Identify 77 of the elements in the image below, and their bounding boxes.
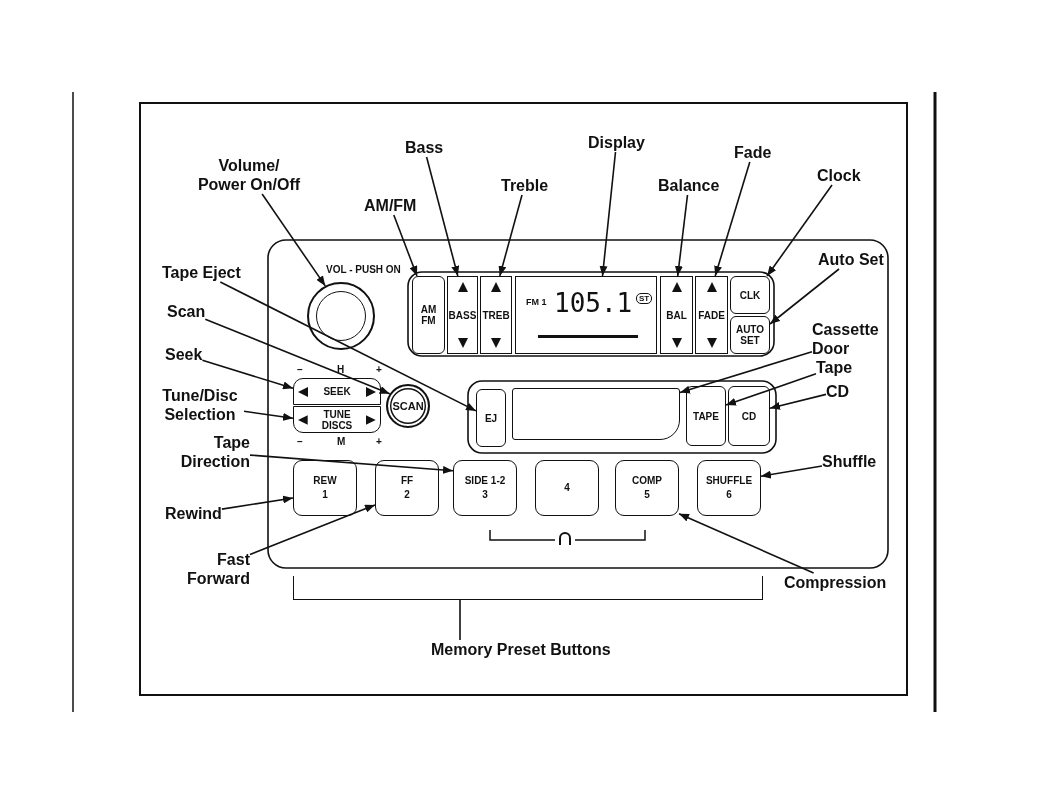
leader-arrow <box>204 318 391 395</box>
control-button: BASS <box>447 276 478 354</box>
control-button: FADE <box>695 276 728 354</box>
control-button: EJ <box>476 389 506 447</box>
display-screen <box>515 276 657 354</box>
callout-label: Tape <box>816 358 853 377</box>
scale-mark: – <box>297 436 303 447</box>
callout-label: Tape Direction <box>170 433 250 471</box>
callout-label: Tune/Disc Selection <box>156 386 244 424</box>
leader-arrow <box>599 151 617 277</box>
leader-arrow <box>679 350 813 394</box>
leader-line <box>459 599 461 641</box>
volume-knob <box>307 282 375 350</box>
leader-arrow <box>249 504 376 556</box>
leader-arrow <box>261 193 327 287</box>
callout-label: Tape Eject <box>162 263 241 282</box>
control-button: TREB <box>480 276 512 354</box>
preset-button: FF 2 <box>375 460 439 516</box>
band-label: FM 1 <box>526 297 547 307</box>
control-button: BAL <box>660 276 693 354</box>
control-button: AM FM <box>412 276 445 354</box>
callout-label: Treble <box>501 176 549 195</box>
leader-arrow <box>498 194 523 277</box>
control-button: AUTO SET <box>730 316 770 354</box>
callout-label: Seek <box>165 345 203 364</box>
callout-label: Balance <box>658 176 720 195</box>
callout-label: Display <box>588 133 645 152</box>
frequency-readout: 105.1 <box>554 289 633 317</box>
scale-mark: M <box>337 436 346 447</box>
preset-button: COMP 5 <box>615 460 679 516</box>
scale-mark: + <box>376 364 382 375</box>
callout-label: Rewind <box>165 504 222 523</box>
leader-arrow <box>766 184 833 277</box>
callout-label: Memory Preset Buttons <box>431 640 611 659</box>
preset-button: SIDE 1-2 3 <box>453 460 517 516</box>
rocker-button: TUNE DISCS <box>293 406 381 433</box>
leader-arrow <box>219 281 477 412</box>
scale-mark: H <box>337 364 345 375</box>
leader-arrow <box>249 454 454 474</box>
leader-arrow <box>393 214 418 277</box>
leader-arrow <box>221 495 294 510</box>
callout-label: AM/FM <box>364 196 417 215</box>
callout-label: Scan <box>167 302 206 321</box>
bracket <box>293 576 763 600</box>
callout-label: Fast Forward <box>176 550 250 588</box>
leader-arrow <box>760 465 823 479</box>
control-button: TAPE <box>686 386 726 446</box>
leader-arrow <box>725 373 817 406</box>
leader-arrow <box>714 161 751 277</box>
callout-label: Compression <box>784 573 887 592</box>
leader-arrow <box>769 393 827 410</box>
stereo-indicator: ST <box>636 293 653 304</box>
callout-label: Fade <box>734 143 772 162</box>
callout-label: CD <box>826 382 850 401</box>
round-button: SCAN <box>386 384 430 428</box>
callout-label: Cassette Door <box>812 320 894 358</box>
preset-button: 4 <box>535 460 599 516</box>
scale-mark: + <box>376 436 382 447</box>
leader-arrow <box>674 194 689 277</box>
cassette-door <box>512 388 680 440</box>
callout-label: Auto Set <box>818 250 884 269</box>
leader-arrow <box>425 156 460 277</box>
leader-arrow <box>201 359 294 390</box>
control-button: CLK <box>730 276 770 314</box>
preset-button: SHUFFLE 6 <box>697 460 761 516</box>
leader-arrow <box>678 512 815 574</box>
control-label: VOL - PUSH ON <box>326 264 401 275</box>
scale-mark: – <box>297 364 303 375</box>
preset-button: REW 1 <box>293 460 357 516</box>
leader-arrow <box>769 268 840 325</box>
callout-label: Clock <box>817 166 861 185</box>
rocker-button: SEEK <box>293 378 381 405</box>
leader-arrow <box>243 410 294 421</box>
callout-label: Volume/ Power On/Off <box>196 156 302 194</box>
callout-label: Shuffle <box>822 452 877 471</box>
control-button: CD <box>728 386 770 446</box>
callout-label: Bass <box>405 138 444 157</box>
